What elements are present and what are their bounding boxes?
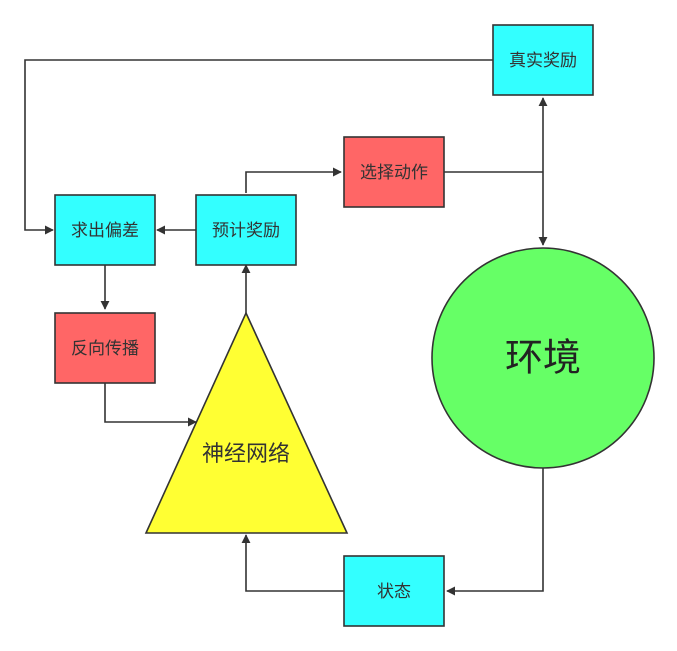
edge-backprop-to-neural-network — [104, 383, 197, 427]
node-real-reward: 真实奖励 — [492, 24, 594, 96]
node-backprop-label: 反向传播 — [71, 339, 139, 359]
node-select-action-label: 选择动作 — [360, 163, 428, 183]
node-predicted-reward-label: 预计奖励 — [212, 221, 280, 241]
node-environment: 环境 — [431, 247, 655, 469]
edge-real-reward-to-compute-error — [24, 59, 493, 235]
node-compute-error: 求出偏差 — [54, 194, 156, 266]
edge-predicted-reward-to-select-action — [245, 167, 342, 193]
node-state: 状态 — [343, 555, 445, 627]
node-neural-network: 神经网络 — [144, 311, 349, 534]
node-state-label: 状态 — [377, 582, 411, 602]
node-select-action: 选择动作 — [343, 136, 445, 208]
node-neural-network-label: 神经网络 — [202, 442, 290, 467]
node-compute-error-label: 求出偏差 — [71, 221, 139, 241]
edge-state-to-neural-network — [241, 534, 344, 592]
node-predicted-reward: 预计奖励 — [195, 194, 297, 266]
edge-environment-to-state — [446, 468, 544, 596]
node-environment-label: 环境 — [505, 336, 581, 380]
node-real-reward-label: 真实奖励 — [509, 51, 577, 71]
node-backprop: 反向传播 — [54, 312, 156, 384]
